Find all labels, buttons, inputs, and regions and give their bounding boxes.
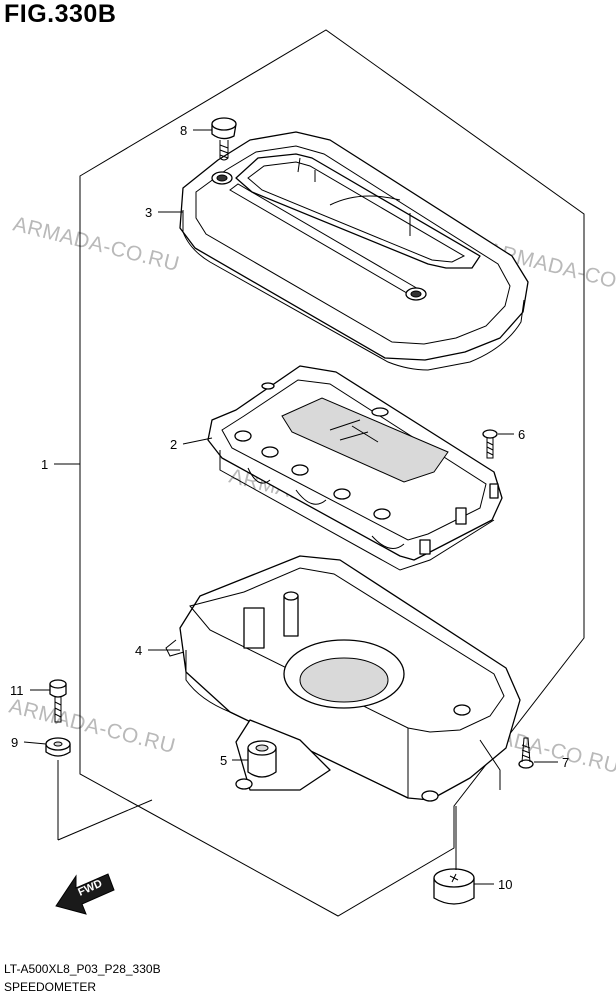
figure-code: LT-A500XL8_P03_P28_330B <box>4 962 161 976</box>
part-2-meter-unit <box>207 365 503 571</box>
part-3-cover <box>179 131 529 371</box>
part-10-cushion <box>433 868 475 905</box>
part-5-grommet <box>247 740 277 778</box>
fwd-arrow-icon <box>55 873 115 915</box>
part-9-washer <box>45 737 71 757</box>
leader-lines <box>23 129 558 885</box>
part-11-bolt <box>49 679 67 723</box>
callout-6: 6 <box>518 427 525 442</box>
callout-11: 11 <box>10 683 24 698</box>
callouts: 1 2 3 4 5 6 7 8 9 10 11 <box>10 123 569 892</box>
callout-8: 8 <box>180 123 187 138</box>
callout-7: 7 <box>562 755 569 770</box>
part-4-lower-case <box>165 555 521 802</box>
figure-name: SPEEDOMETER <box>4 980 97 994</box>
assembly-boundary <box>79 29 585 917</box>
callout-4: 4 <box>135 643 142 658</box>
callout-5: 5 <box>220 753 227 768</box>
callout-10: 10 <box>498 877 512 892</box>
part-6-screw <box>482 429 498 459</box>
callout-1: 1 <box>41 457 48 472</box>
fwd-arrow: FWD <box>55 873 115 915</box>
callout-3: 3 <box>145 205 152 220</box>
watermark-4: ARMADA-CO.RU <box>7 695 178 759</box>
part-7-screw <box>518 737 534 769</box>
part-8-screw <box>211 117 237 161</box>
callout-2: 2 <box>170 437 177 452</box>
figure-title: FIG.330B <box>4 0 117 28</box>
callout-9: 9 <box>11 735 18 750</box>
watermark-1: ARMADA-CO.RU <box>11 213 182 277</box>
